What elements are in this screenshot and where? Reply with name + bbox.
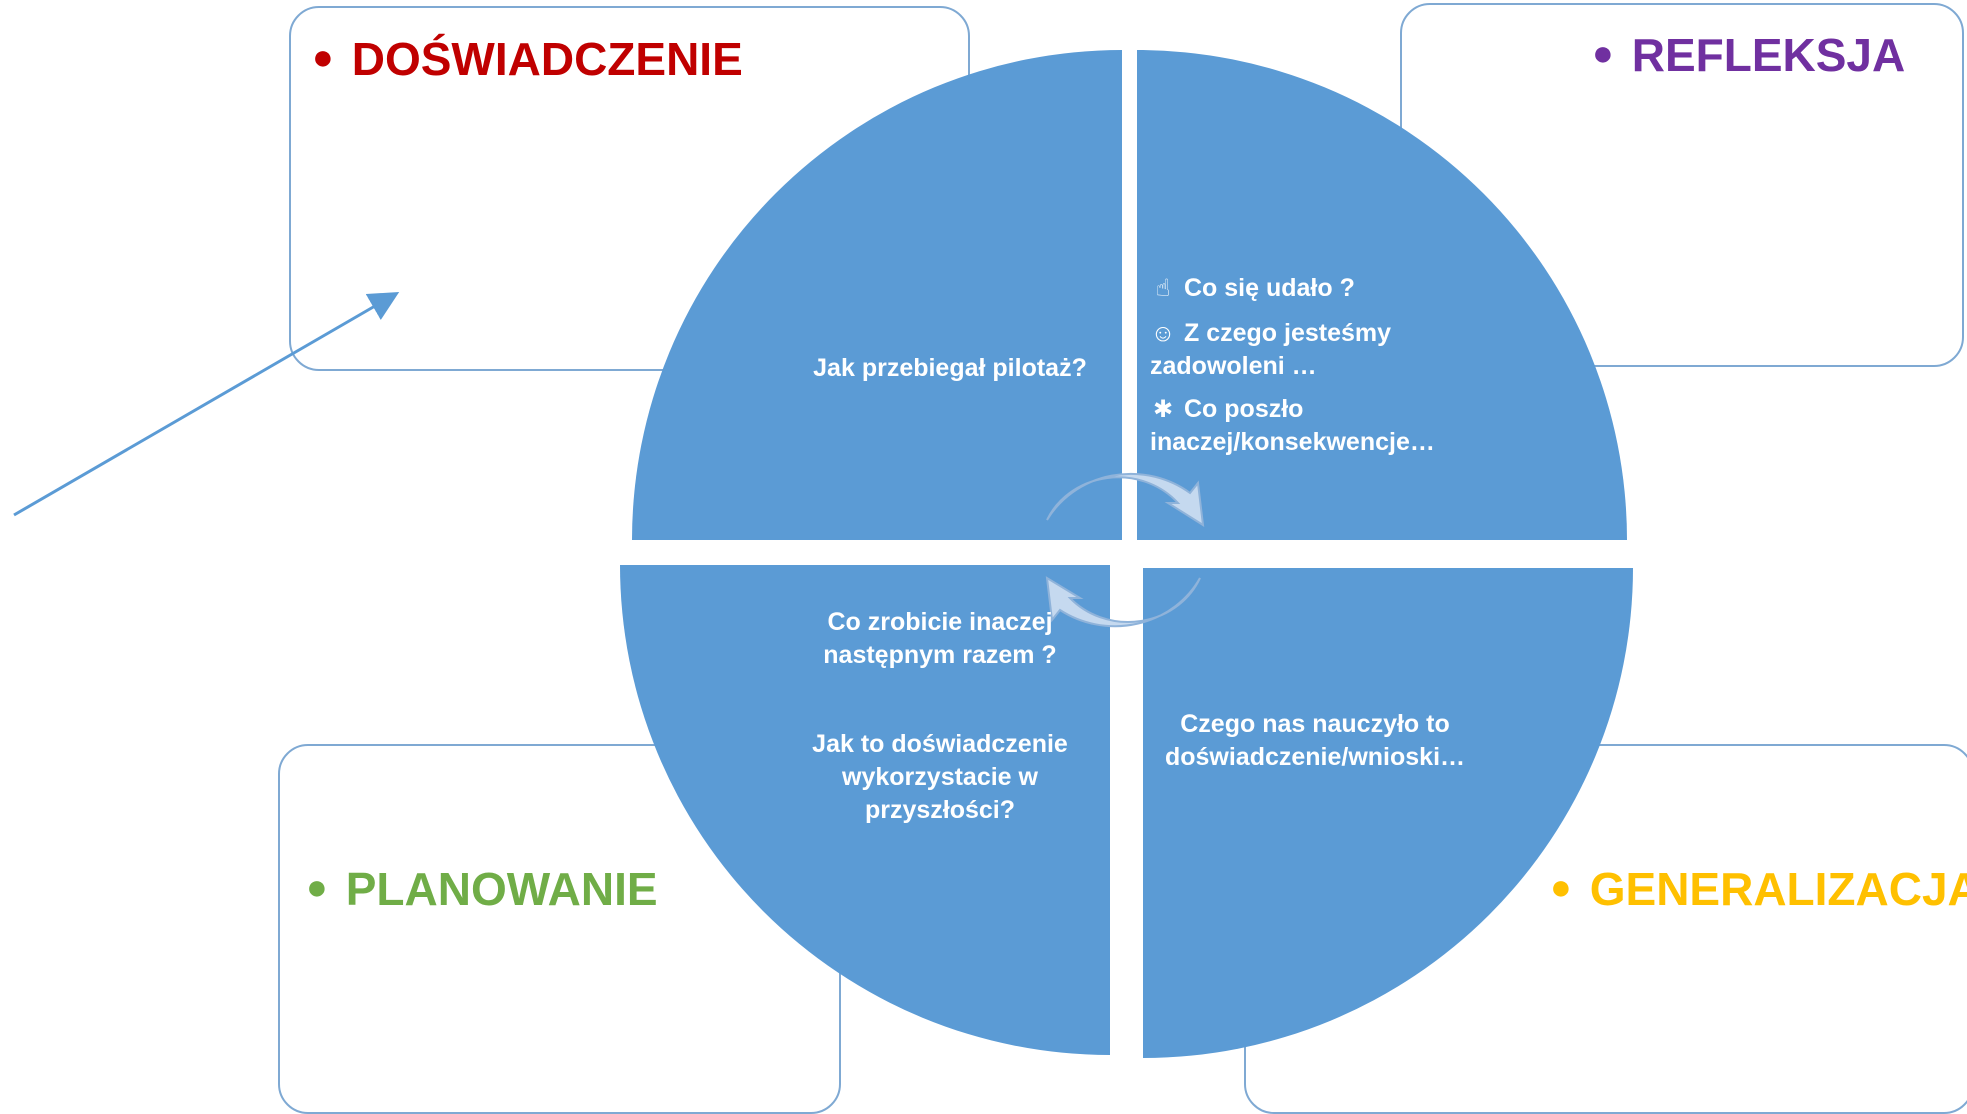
cycle-arrow-bottom — [1045, 576, 1201, 628]
experience-label: ●DOŚWIADCZENIE — [312, 33, 743, 85]
cycle-arrow-top — [1046, 472, 1205, 527]
bottom-left-question-2: Jak to doświadczenie wykorzystacie w prz… — [812, 730, 1068, 824]
bomb-icon: ✱ — [1152, 396, 1174, 423]
bottom-right-question: Czego nas nauczyło to doświadczenie/wnio… — [1164, 710, 1466, 771]
bottom-left-question-1: Co zrobicie inaczej następnym razem ? — [823, 608, 1057, 669]
top-right-questions: ☝Co się udało ? ☺Z czego jesteśmy zadowo… — [1150, 272, 1490, 459]
thumbs-up-icon: ☝ — [1155, 275, 1171, 302]
quadrant-top-right — [1137, 50, 1627, 540]
pointer-arrow — [13, 291, 400, 517]
item-success: ☝Co się udało ? — [1150, 272, 1490, 305]
generalization-label: ●GENERALIZACJA — [1550, 863, 1967, 915]
item-satisfied: ☺Z czego jesteśmy zadowoleni … — [1150, 319, 1392, 380]
top-left-question: Jak przebiegał pilotaż? — [813, 354, 1087, 382]
item-consequences: ✱Co poszło inaczej/konsekwencje… — [1150, 395, 1435, 456]
reflection-label: ●REFLEKSJA — [1592, 29, 1906, 81]
planning-label: ●PLANOWANIE — [306, 863, 658, 915]
quadrant-bottom-left — [620, 565, 1110, 1055]
quadrant-top-left — [632, 50, 1122, 540]
smiley-icon: ☺ — [1150, 320, 1176, 347]
quadrant-bottom-right — [1143, 568, 1633, 1058]
